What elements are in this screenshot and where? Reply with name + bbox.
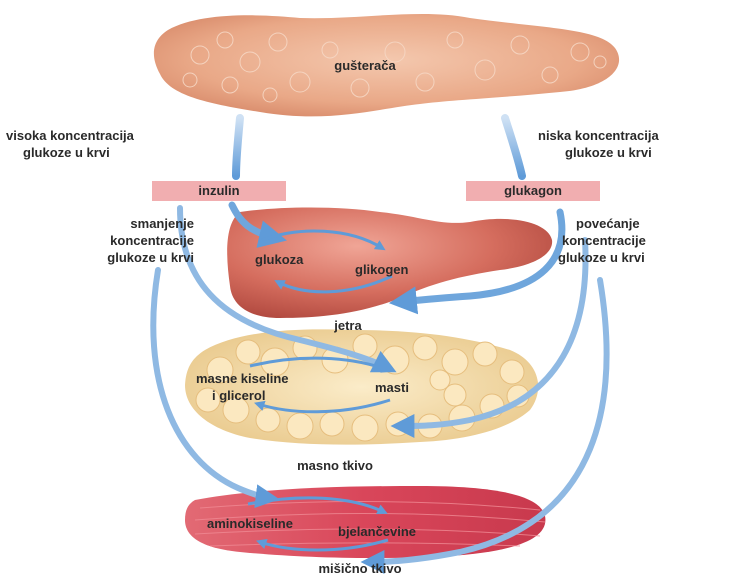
fatty-acids-line2: i glicerol bbox=[212, 388, 265, 403]
glycogen-label: glikogen bbox=[355, 262, 408, 277]
adipose-tissue bbox=[185, 329, 538, 444]
pancreas-label: gušterača bbox=[310, 58, 420, 73]
decrease-line2: koncentracije bbox=[60, 233, 194, 248]
low-glucose-line2: glukoze u krvi bbox=[565, 145, 652, 160]
high-glucose-line2: glukoze u krvi bbox=[23, 145, 110, 160]
insulin-label: inzulin bbox=[198, 183, 239, 198]
fatty-acids-line1: masne kiseline bbox=[196, 371, 289, 386]
low-glucose-line1: niska koncentracija bbox=[538, 128, 659, 143]
increase-line2: koncentracije bbox=[562, 233, 646, 248]
fats-label: masti bbox=[375, 380, 409, 395]
adipose-label: masno tkivo bbox=[275, 458, 395, 473]
proteins-label: bjelančevine bbox=[338, 524, 416, 539]
insulin-box: inzulin bbox=[152, 181, 286, 201]
muscle-label: mišično tkivo bbox=[295, 561, 425, 576]
arrow-to-glucagon bbox=[505, 118, 522, 176]
increase-line3: glukoze u krvi bbox=[558, 250, 645, 265]
liver-label: jetra bbox=[318, 318, 378, 333]
amino-acids-label: aminokiseline bbox=[207, 516, 293, 531]
arrow-to-insulin bbox=[236, 118, 240, 176]
decrease-line1: smanjenje bbox=[60, 216, 194, 231]
glucagon-label: glukagon bbox=[504, 183, 562, 198]
glucagon-box: glukagon bbox=[466, 181, 600, 201]
increase-line1: povećanje bbox=[576, 216, 640, 231]
decrease-line3: glukoze u krvi bbox=[60, 250, 194, 265]
high-glucose-line1: visoka koncentracija bbox=[6, 128, 134, 143]
glucose-label: glukoza bbox=[255, 252, 303, 267]
